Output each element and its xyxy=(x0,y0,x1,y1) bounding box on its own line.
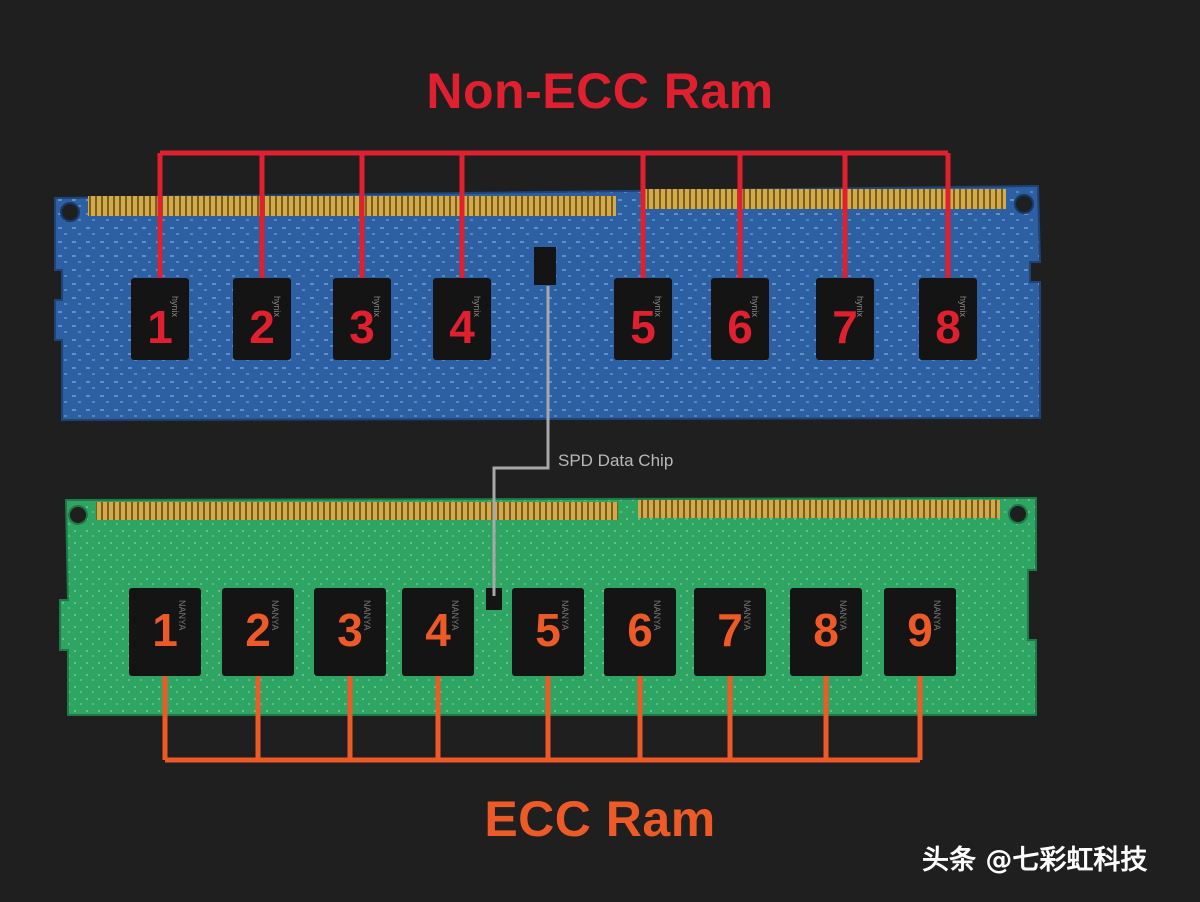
ecc-title: ECC Ram xyxy=(484,791,716,847)
chip-number: 4 xyxy=(449,301,475,353)
chip-marking: hynix xyxy=(653,296,663,318)
memory-chip xyxy=(402,588,474,676)
memory-chip xyxy=(694,588,766,676)
chip-marking: NANYA xyxy=(932,600,942,630)
non-ecc-bracket xyxy=(157,150,951,288)
chip-marking: NANYA xyxy=(362,600,372,630)
spd-connector-line xyxy=(492,286,550,596)
memory-chip xyxy=(433,278,491,360)
memory-chip xyxy=(314,588,386,676)
chip-number: 1 xyxy=(152,604,178,656)
chip-number: 3 xyxy=(349,301,375,353)
chip-marking: hynix xyxy=(958,296,968,318)
memory-chip xyxy=(222,588,294,676)
memory-chip xyxy=(512,588,584,676)
chip-number: 3 xyxy=(337,604,363,656)
chip-marking: NANYA xyxy=(560,600,570,630)
memory-chip xyxy=(884,588,956,676)
chip-number: 4 xyxy=(425,604,451,656)
memory-chip xyxy=(614,278,672,360)
chip-number: 1 xyxy=(147,301,173,353)
chip-number: 8 xyxy=(935,301,961,353)
chip-marking: hynix xyxy=(750,296,760,318)
chip-marking: hynix xyxy=(472,296,482,318)
spd-data-chip-label: SPD Data Chip xyxy=(558,451,674,470)
memory-chip xyxy=(919,278,977,360)
memory-chip xyxy=(129,588,201,676)
chip-marking: hynix xyxy=(170,296,180,318)
chip-marking: NANYA xyxy=(450,600,460,630)
chip-marking: hynix xyxy=(272,296,282,318)
memory-chip xyxy=(711,278,769,360)
chip-marking: NANYA xyxy=(838,600,848,630)
chip-marking: NANYA xyxy=(742,600,752,630)
memory-chip xyxy=(604,588,676,676)
chip-number: 7 xyxy=(717,604,743,656)
memory-chip xyxy=(790,588,862,676)
chip-number: 2 xyxy=(245,604,271,656)
memory-chip xyxy=(233,278,291,360)
chip-number: 7 xyxy=(832,301,858,353)
chip-number: 5 xyxy=(535,604,561,656)
chip-number: 6 xyxy=(727,301,753,353)
watermark: 头条 @七彩虹科技 xyxy=(922,845,1148,876)
memory-chip xyxy=(333,278,391,360)
memory-chip xyxy=(816,278,874,360)
non-ecc-title: Non-ECC Ram xyxy=(426,63,774,119)
chip-marking: NANYA xyxy=(652,600,662,630)
chip-number: 9 xyxy=(907,604,933,656)
memory-chip xyxy=(131,278,189,360)
chip-number: 2 xyxy=(249,301,275,353)
ecc-bracket xyxy=(162,666,923,763)
chip-marking: hynix xyxy=(372,296,382,318)
chip-marking: hynix xyxy=(855,296,865,318)
chip-number: 5 xyxy=(630,301,656,353)
chip-marking: NANYA xyxy=(270,600,280,630)
chip-number: 6 xyxy=(627,604,653,656)
chip-number: 8 xyxy=(813,604,839,656)
chip-marking: NANYA xyxy=(177,600,187,630)
